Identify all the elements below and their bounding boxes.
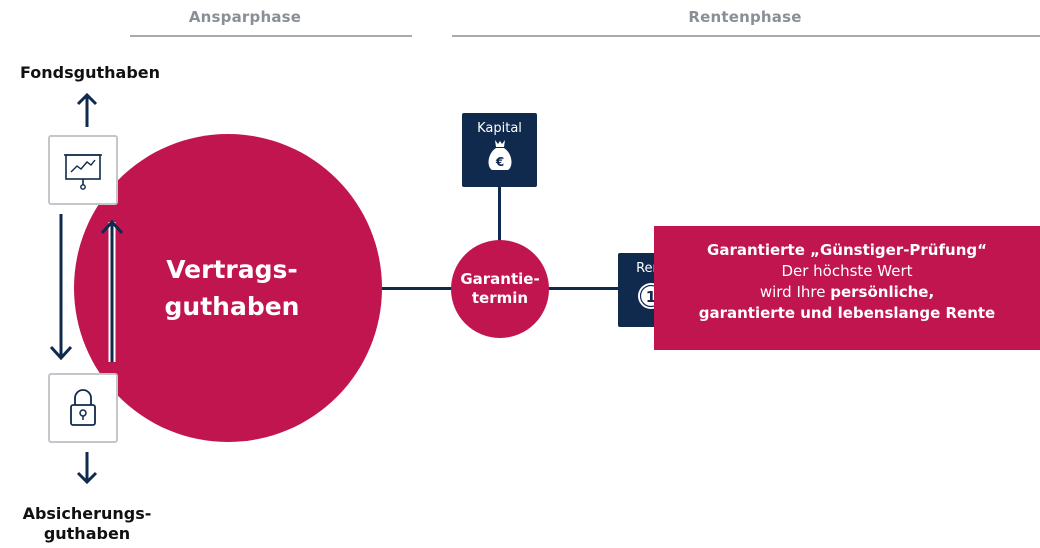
- svg-text:€: €: [494, 155, 503, 169]
- garantietermin-circle: Garantie- termin: [451, 240, 549, 338]
- vertragsguthaben-line1: Vertrags-: [166, 255, 298, 284]
- arrow-up-right-icon: [100, 219, 124, 362]
- security-lock-box: [48, 373, 118, 443]
- fondsguthaben-label: Fondsguthaben: [20, 63, 161, 82]
- chart-presentation-icon: [64, 154, 102, 190]
- fund-chart-box: [48, 135, 118, 205]
- money-bag-euro-icon: €: [488, 140, 511, 170]
- kapital-label: Kapital: [477, 121, 522, 136]
- connector-kapital-to-garantie: [498, 186, 501, 242]
- connector-main-to-garantie: [382, 287, 452, 290]
- guarantee-line3: wird Ihre persönliche,: [654, 282, 1040, 303]
- absicherungsguthaben-line2: guthaben: [43, 524, 131, 543]
- garantietermin-line2: termin: [471, 289, 529, 307]
- vertragsguthaben-circle: Vertrags- guthaben: [74, 134, 382, 442]
- guarantee-line3-prefix: wird Ihre: [759, 283, 831, 301]
- guarantee-line2: Der höchste Wert: [781, 262, 913, 280]
- left-arrows: [49, 92, 124, 485]
- arrow-up-fonds-icon: [76, 92, 98, 127]
- vertragsguthaben-line2: guthaben: [164, 292, 300, 321]
- phase-rule-ansparphase: [130, 35, 412, 37]
- lock-icon: [70, 389, 96, 426]
- phase-label-ansparphase: Ansparphase: [188, 8, 302, 26]
- absicherungsguthaben-label: Absicherungs- guthaben: [10, 504, 164, 544]
- kapital-box: Kapital €: [462, 113, 537, 187]
- guarantee-line4: garantierte und lebenslange Rente: [698, 304, 996, 322]
- svg-text:1: 1: [646, 288, 656, 306]
- phase-rule-rentenphase: [452, 35, 1040, 37]
- guenstiger-pruefung-box: Garantierte „Günstiger-Prüfung“ Der höch…: [654, 226, 1040, 350]
- guarantee-line3-bold: persönliche,: [830, 283, 935, 301]
- garantietermin-line1: Garantie-: [460, 270, 540, 288]
- connector-garantie-to-rente: [548, 287, 620, 290]
- guarantee-title: Garantierte „Günstiger-Prüfung“: [707, 241, 987, 259]
- absicherungsguthaben-line1: Absicherungs-: [22, 504, 152, 523]
- phase-label-rentenphase: Rentenphase: [688, 8, 802, 26]
- arrow-down-absicherung-icon: [76, 452, 98, 485]
- arrow-down-left-icon: [49, 214, 73, 361]
